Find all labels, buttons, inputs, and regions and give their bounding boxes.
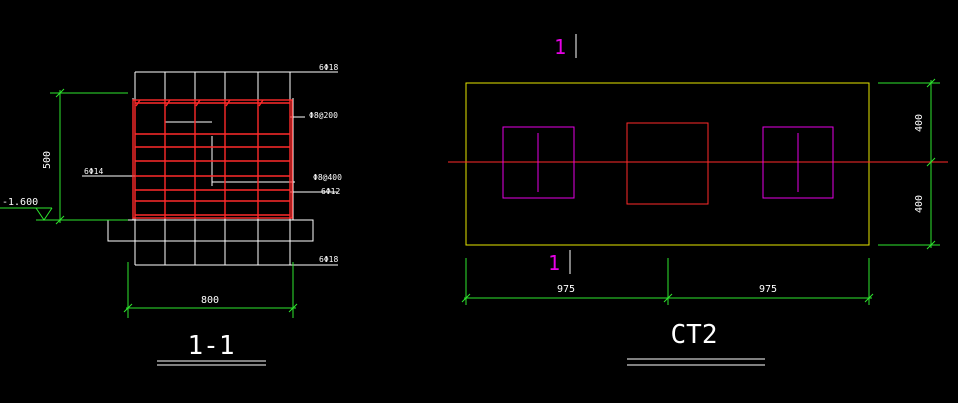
dim-left: 975 bbox=[557, 284, 575, 295]
section-dimensions bbox=[0, 88, 298, 318]
dim-right: 975 bbox=[759, 284, 777, 295]
section-title-underline bbox=[157, 360, 266, 366]
footing-outline bbox=[465, 82, 870, 246]
pile-left bbox=[502, 126, 575, 199]
section-outline bbox=[82, 71, 338, 266]
section-view-1-1: 6Φ18 Φ8@200 6Φ14 Φ8@400 6Φ12 6Φ18 -1.600… bbox=[0, 63, 342, 366]
side-right-note: 6Φ12 bbox=[321, 187, 340, 196]
plan-bottom-dimensions bbox=[461, 258, 874, 305]
pile-right bbox=[762, 126, 834, 199]
plan-view-ct2: 1 1 975 975 400 400 CT2 bbox=[448, 34, 948, 366]
elevation-label: -1.600 bbox=[2, 197, 38, 208]
plan-title: CT2 bbox=[671, 320, 718, 350]
column-center bbox=[626, 122, 709, 205]
section-mark-top: 1 bbox=[554, 35, 566, 59]
dim-top: 400 bbox=[914, 114, 925, 132]
side-left-note: 6Φ14 bbox=[84, 167, 103, 176]
rebar-bottom-note: 6Φ18 bbox=[319, 255, 338, 264]
plan-right-dimensions bbox=[878, 78, 940, 250]
section-title: 1-1 bbox=[188, 331, 235, 361]
rebar-cage bbox=[132, 99, 293, 219]
height-dimension: 500 bbox=[42, 151, 53, 169]
rebar-top-note: 6Φ18 bbox=[319, 63, 338, 72]
stirrup-note: Φ8@200 bbox=[309, 111, 338, 120]
width-dimension: 800 bbox=[201, 295, 219, 306]
dim-bottom: 400 bbox=[914, 195, 925, 213]
tie-note: Φ8@400 bbox=[313, 173, 342, 182]
plan-title-underline bbox=[627, 358, 765, 366]
section-mark-bottom: 1 bbox=[548, 251, 560, 275]
